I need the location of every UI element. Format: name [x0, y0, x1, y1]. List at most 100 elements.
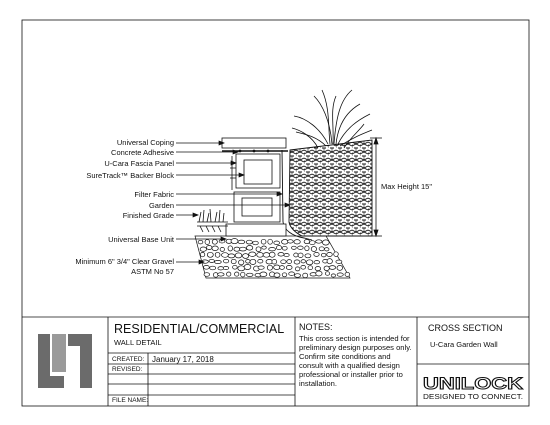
gravel-stone	[237, 265, 246, 272]
gravel-stone	[297, 245, 304, 250]
sheet-border	[21, 19, 530, 407]
callout-gravel: Minimum 6" 3/4" Clear Gravel	[75, 257, 174, 266]
gravel-stone	[273, 272, 281, 278]
gravel-stone	[200, 252, 206, 258]
gravel-stone	[291, 245, 297, 250]
gravel-stone	[324, 271, 331, 276]
gravel-stone	[303, 239, 311, 245]
gravel-stone	[203, 272, 210, 277]
callout-universal-coping: Universal Coping	[117, 138, 174, 147]
gravel-stone	[300, 265, 306, 270]
gravel-stone	[257, 265, 265, 270]
callout-astm: ASTM No 57	[131, 267, 174, 276]
gravel-stone	[267, 238, 273, 245]
gravel-stone	[234, 271, 240, 277]
garden-soil	[288, 139, 373, 237]
gravel-stone	[243, 264, 252, 270]
gravel-stone	[304, 245, 310, 252]
gravel-stone	[300, 259, 306, 264]
gravel-stone	[238, 259, 245, 266]
created-value: January 17, 2018	[152, 355, 214, 364]
filter-fabric-line	[281, 149, 313, 241]
gravel-stone	[293, 259, 301, 265]
gravel-stone	[314, 266, 322, 272]
notes-text: This cross section is intended for preli…	[299, 334, 412, 389]
gravel-stone	[294, 266, 301, 272]
dimension-label: Max Height 15"	[381, 182, 432, 191]
gravel-stone	[227, 245, 233, 252]
gravel-stone	[273, 240, 280, 245]
gravel-stone	[245, 259, 251, 264]
gravel-stone	[313, 260, 320, 265]
gravel-stone	[268, 251, 276, 258]
gravel-stone	[211, 245, 219, 251]
gravel-stone	[283, 253, 290, 258]
gravel-stone	[286, 259, 292, 264]
gravel-stone	[323, 265, 330, 271]
universal-base-unit	[225, 223, 287, 237]
section-heading: CROSS SECTION	[428, 323, 503, 333]
gravel-stone	[240, 271, 246, 278]
gravel-stone	[262, 252, 271, 258]
wall-units	[221, 137, 288, 237]
gravel-stone	[288, 271, 295, 276]
gravel-stone	[297, 252, 304, 258]
gravel-stone	[261, 245, 267, 250]
callout-concrete-adhesive: Concrete Adhesive	[111, 148, 174, 157]
gravel-stone	[232, 264, 238, 270]
gravel-stone	[279, 265, 285, 270]
created-label: CREATED:	[112, 356, 145, 363]
gravel-stone	[259, 271, 268, 277]
gravel-stone	[285, 265, 293, 270]
gravel-stone	[326, 258, 333, 265]
gravel-stone	[336, 265, 343, 271]
gravel-stone	[199, 246, 207, 252]
brand-name: UNILOCK	[423, 374, 524, 393]
gravel-stone	[206, 245, 213, 250]
section-name: U-Cara Garden Wall	[430, 340, 498, 349]
notes-heading: NOTES:	[299, 322, 333, 332]
gravel-stone	[226, 271, 232, 277]
gravel-stone	[277, 252, 285, 257]
brand-tagline: DESIGNED TO CONNECT.	[423, 394, 523, 401]
gravel-stone	[222, 266, 230, 270]
callout-base-unit: Universal Base Unit	[108, 235, 175, 244]
gravel-stone	[237, 239, 246, 245]
gravel-stone	[252, 240, 259, 246]
gravel-stone	[217, 272, 225, 277]
gravel-stone	[273, 264, 281, 270]
gravel-stone	[324, 247, 330, 252]
drawing-subtitle: WALL DETAIL	[114, 338, 162, 347]
gravel-stone	[209, 265, 217, 271]
plants	[291, 89, 373, 149]
finished-grade-grass	[197, 208, 228, 233]
file-name-label: FILE NAME:	[112, 397, 149, 404]
gravel-stone	[302, 272, 309, 279]
callout-labels: Universal Coping Concrete Adhesive U-Car…	[75, 138, 175, 276]
gravel-stone	[246, 245, 254, 251]
gravel-stone	[287, 239, 294, 244]
gravel-stone	[197, 239, 204, 245]
callout-fascia-panel: U-Cara Fascia Panel	[104, 159, 174, 168]
callout-backer-block: SureTrack™ Backer Block	[86, 171, 174, 180]
unilock-wordmark: UNILOCK DESIGNED TO CONNECT.	[423, 374, 525, 402]
gravel-stone	[315, 270, 323, 277]
callout-filter-fabric: Filter Fabric	[134, 190, 174, 199]
gravel-stone	[336, 272, 344, 277]
gravel-stone	[268, 247, 276, 252]
gravel-stone	[304, 253, 312, 259]
gravel-stone	[208, 258, 215, 263]
gravel-stone	[310, 246, 317, 252]
gravel-stone	[234, 252, 243, 259]
cross-section-drawing: Max Height 15" Universal Coping Concrete…	[75, 89, 432, 279]
gravel-stone	[217, 266, 225, 271]
gravel-stone	[330, 273, 336, 278]
callout-finished-grade: Finished Grade	[123, 211, 174, 220]
gravel-stone	[257, 259, 264, 264]
gravel-stone	[294, 273, 301, 278]
height-dimension	[370, 136, 382, 238]
callout-leaders	[176, 140, 291, 265]
gravel-stone	[248, 251, 257, 257]
callout-garden: Garden	[149, 201, 174, 210]
